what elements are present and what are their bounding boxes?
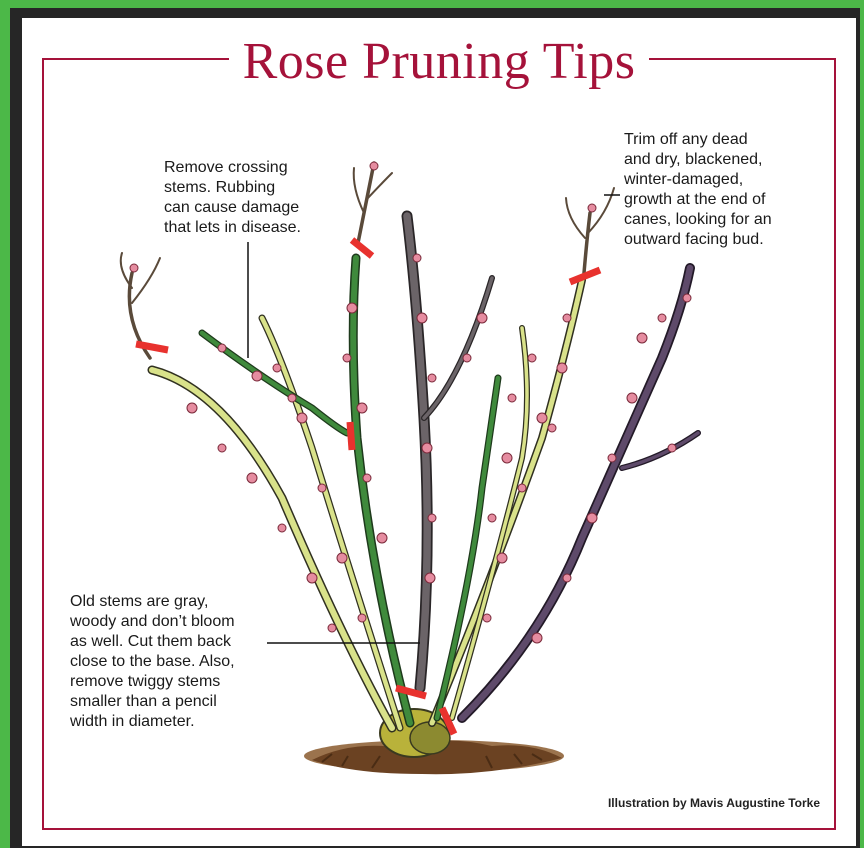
cut-mark-crossing-stem [350, 422, 352, 450]
callout-line: smaller than a pencil [70, 692, 235, 712]
cut-mark-center-tip [352, 240, 372, 256]
callout-line: outward facing bud. [624, 230, 772, 250]
callout-line: growth at the end of [624, 190, 772, 210]
callout-line: remove twiggy stems [70, 672, 235, 692]
callout-line: Remove crossing [164, 158, 301, 178]
callout-line: that lets in disease. [164, 218, 301, 238]
purple-cane [462, 268, 698, 718]
infographic-card: Rose Pruning Tips [22, 18, 856, 846]
callout-line: width in diameter. [70, 712, 235, 732]
callout-line: stems. Rubbing [164, 178, 301, 198]
callout-line: canes, looking for an [624, 210, 772, 230]
callout-line: Old stems are gray, [70, 592, 235, 612]
callout-line: and dry, blackened, [624, 150, 772, 170]
callout-line: close to the base. Also, [70, 652, 235, 672]
callout-line: woody and don’t bloom [70, 612, 235, 632]
callout-line: Trim off any dead [624, 130, 772, 150]
callout-line: can cause damage [164, 198, 301, 218]
callout-line: as well. Cut them back [70, 632, 235, 652]
cut-mark-left-tip [136, 344, 168, 350]
callout-crossing-stems: Remove crossing stems. Rubbing can cause… [164, 158, 301, 238]
callout-line: winter-damaged, [624, 170, 772, 190]
callout-old-stems: Old stems are gray, woody and don’t bloo… [70, 592, 235, 732]
illustration-credit: Illustration by Mavis Augustine Torke [608, 796, 820, 810]
callout-dead-growth: Trim off any dead and dry, blackened, wi… [624, 130, 772, 250]
